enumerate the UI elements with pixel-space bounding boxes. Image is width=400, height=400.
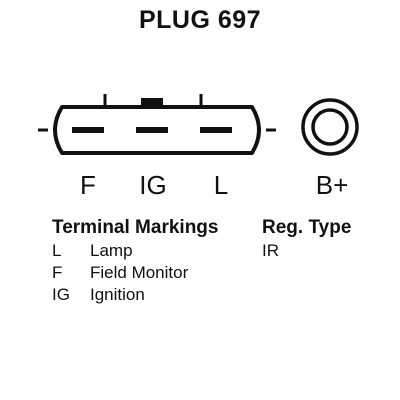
pin-label-ig: IG xyxy=(139,170,167,200)
terminal-description: Lamp xyxy=(90,241,133,260)
plug-title: PLUG 697 xyxy=(138,6,262,34)
terminal-code: F xyxy=(52,263,63,282)
post-outer-ring xyxy=(301,98,359,156)
terminal-ig-blade xyxy=(136,127,168,133)
reg-type-heading: Reg. Type xyxy=(262,217,352,238)
connector-outline xyxy=(53,105,261,155)
reg-type-value: IR xyxy=(262,241,279,260)
post-label-b-plus: B+ xyxy=(315,170,349,200)
terminal-description: Ignition xyxy=(90,285,145,304)
terminal-f-blade xyxy=(72,127,104,133)
terminal-l-blade xyxy=(200,127,232,133)
terminal-code: L xyxy=(52,241,62,260)
output-post xyxy=(301,98,359,156)
terminal-code: IG xyxy=(52,285,70,304)
connector-housing xyxy=(38,94,276,155)
pin-label-l: L xyxy=(213,170,229,200)
post-inner-ring xyxy=(311,108,349,146)
terminal-description: Field Monitor xyxy=(90,263,189,282)
locking-key xyxy=(141,98,163,108)
pin-label-f: F xyxy=(80,170,96,200)
terminal-markings-heading: Terminal Markings xyxy=(52,217,219,238)
